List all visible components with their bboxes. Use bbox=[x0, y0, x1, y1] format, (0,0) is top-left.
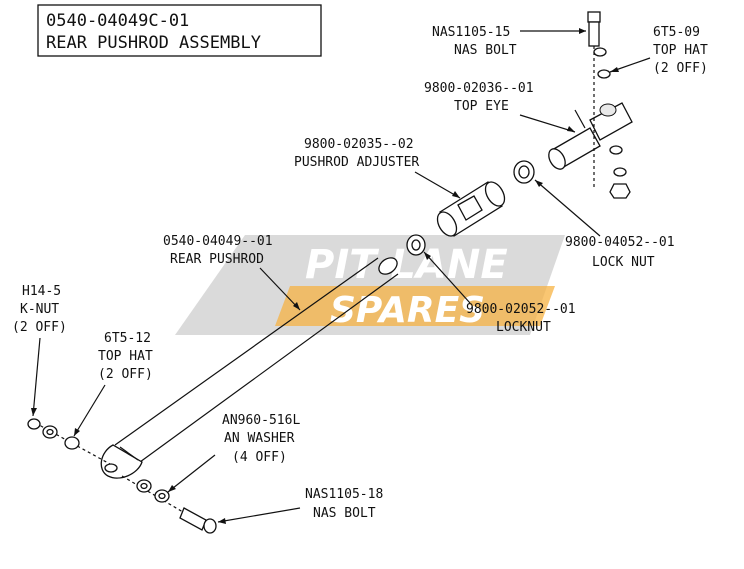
callout-quantity: (2 OFF) bbox=[98, 367, 153, 382]
callout-quantity: (4 OFF) bbox=[232, 450, 287, 465]
callout-6t5-09: 6T5-09 TOP HAT (2 OFF) bbox=[609, 25, 708, 76]
lower-left-hardware bbox=[27, 418, 111, 465]
callout-nas1105-18: NAS1105-18 NAS BOLT bbox=[217, 487, 383, 524]
callout-top-eye: 9800-02036--01 TOP EYE bbox=[424, 81, 576, 133]
top-bolt-stack bbox=[587, 11, 631, 199]
callout-part-number: 6T5-12 bbox=[104, 331, 151, 346]
rear-pushrod-tube bbox=[100, 257, 399, 479]
callout-description: LOCK NUT bbox=[592, 255, 655, 270]
callout-part-number: 9800-04052--01 bbox=[565, 235, 675, 250]
title-part-number: 0540-04049C-01 bbox=[46, 11, 189, 31]
watermark-line1: PIT LANE bbox=[305, 242, 508, 288]
callout-description: TOP HAT bbox=[653, 43, 708, 58]
callout-description: REAR PUSHROD bbox=[170, 252, 264, 267]
title-name: REAR PUSHROD ASSEMBLY bbox=[46, 33, 261, 53]
callout-quantity: (2 OFF) bbox=[653, 61, 708, 76]
callout-description: PUSHROD ADJUSTER bbox=[294, 155, 419, 170]
callout-6t5-12: 6T5-12 TOP HAT (2 OFF) bbox=[73, 331, 153, 437]
watermark-line2: SPARES bbox=[330, 290, 485, 331]
callout-description: K-NUT bbox=[20, 302, 59, 317]
callout-k-nut: H14-5 K-NUT (2 OFF) bbox=[12, 284, 67, 417]
callout-part-number: NAS1105-15 bbox=[432, 25, 510, 40]
callout-part-number: 0540-04049--01 bbox=[163, 234, 273, 249]
pushrod-adjuster-part bbox=[436, 181, 506, 237]
callout-locknut: 9800-02052--01 LOCKNUT bbox=[423, 251, 576, 335]
callout-description: TOP EYE bbox=[454, 99, 509, 114]
callout-part-number: 9800-02036--01 bbox=[424, 81, 534, 96]
callout-part-number: 9800-02052--01 bbox=[466, 302, 576, 317]
callout-description: NAS BOLT bbox=[313, 506, 376, 521]
top-eye-part bbox=[548, 102, 633, 170]
callout-lock-nut: 9800-04052--01 LOCK NUT bbox=[534, 179, 675, 270]
callout-part-number: AN960-516L bbox=[222, 413, 300, 428]
callout-description: LOCKNUT bbox=[496, 320, 551, 335]
callout-part-number: H14-5 bbox=[22, 284, 61, 299]
callout-nas1105-15: NAS1105-15 NAS BOLT bbox=[432, 25, 586, 58]
lower-bolt-stack bbox=[121, 475, 217, 534]
watermark-logo: PIT LANE SPARES bbox=[175, 235, 565, 335]
callout-description: AN WASHER bbox=[224, 431, 295, 446]
callout-part-number: NAS1105-18 bbox=[305, 487, 383, 502]
callout-quantity: (2 OFF) bbox=[12, 320, 67, 335]
callout-pushrod-adjuster: 9800-02035--02 PUSHROD ADJUSTER bbox=[294, 137, 461, 199]
locknut-part bbox=[406, 234, 426, 256]
callout-description: NAS BOLT bbox=[454, 43, 517, 58]
callout-an-washer: AN960-516L AN WASHER (4 OFF) bbox=[167, 413, 300, 493]
title-block: 0540-04049C-01 REAR PUSHROD ASSEMBLY bbox=[37, 4, 322, 57]
callout-rear-pushrod: 0540-04049--01 REAR PUSHROD bbox=[163, 234, 301, 311]
callout-part-number: 6T5-09 bbox=[653, 25, 700, 40]
callout-part-number: 9800-02035--02 bbox=[304, 137, 414, 152]
callout-description: TOP HAT bbox=[98, 349, 153, 364]
lock-nut-part bbox=[513, 160, 535, 184]
